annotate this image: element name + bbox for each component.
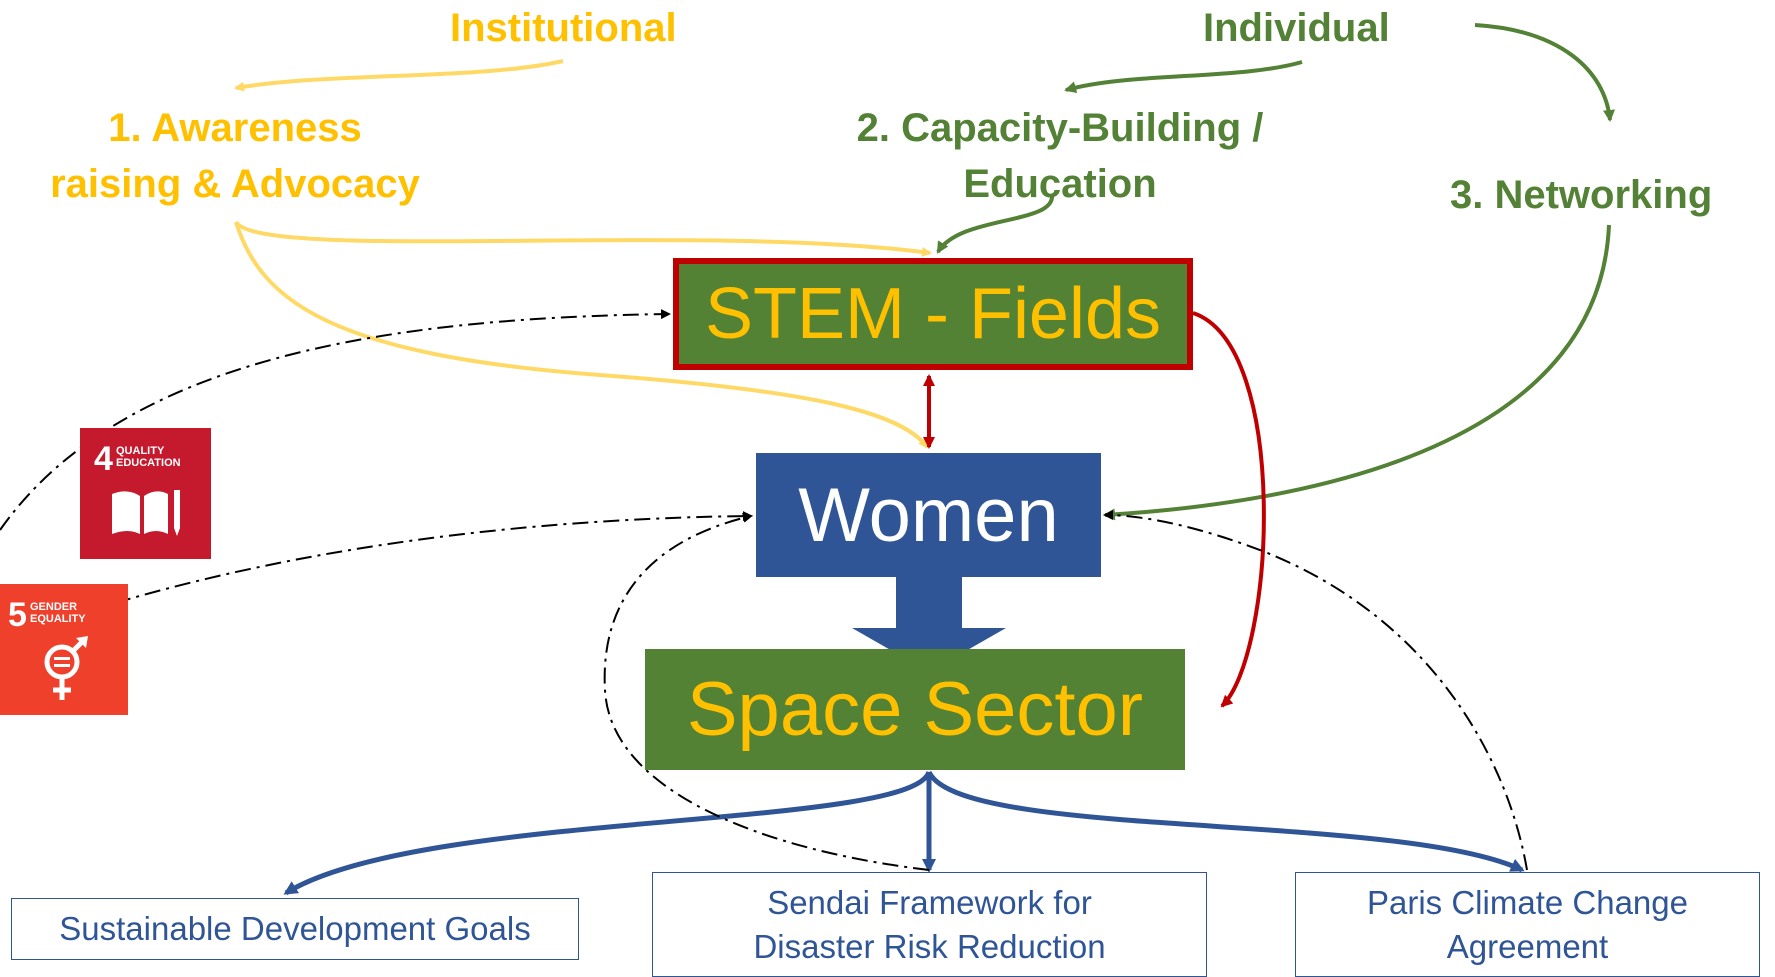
capacity-line2: Education (963, 162, 1157, 206)
paris-line2: Agreement (1446, 927, 1609, 965)
women-to-space-arrow (852, 577, 1006, 672)
capacity-to-stem-arrow (936, 194, 1054, 254)
paris-line1: Paris Climate Change (1367, 883, 1688, 921)
sdg5-title1: GENDER (30, 601, 78, 613)
sdg4-quality-education-icon: 4 QUALITY EDUCATION (80, 428, 211, 559)
sdg5-title: GENDER EQUALITY (30, 601, 86, 625)
sdg-outcome-box: Sustainable Development Goals (11, 898, 579, 960)
sendai-outcome-box: Sendai Framework for Disaster Risk Reduc… (652, 872, 1207, 977)
sdg4-title2: EDUCATION (116, 457, 181, 469)
sdg5-number: 5 (8, 596, 27, 634)
networking-label: 3. Networking (1450, 173, 1713, 217)
space-sector-box: Space Sector (645, 649, 1185, 770)
sdg5-to-women-link (114, 511, 753, 604)
capacity-label: 2. Capacity-Building / Education (800, 100, 1320, 212)
paris-to-women-link (1103, 510, 1528, 871)
space-to-sdg-arrow (283, 770, 932, 896)
networking-to-women-arrow (1103, 224, 1611, 521)
awareness-line1: 1. Awareness (108, 106, 362, 150)
sdg5-gender-equality-icon: 5 GENDER EQUALITY (0, 584, 128, 715)
sdg-outcome-label: Sustainable Development Goals (59, 910, 531, 947)
sdg4-title: QUALITY EDUCATION (116, 445, 181, 469)
awareness-to-women-arrow (234, 221, 929, 449)
gender-symbol-icon (44, 636, 88, 700)
stem-fields-box: STEM - Fields (673, 258, 1193, 370)
individual-to-capacity-arrow (1064, 60, 1303, 94)
institutional-arrow (234, 59, 564, 92)
awareness-line2: raising & Advocacy (50, 162, 420, 206)
women-box: Women (756, 453, 1101, 577)
sendai-line1: Sendai Framework for (767, 883, 1092, 921)
sdg4-title1: QUALITY (116, 445, 165, 457)
institutional-label: Institutional (450, 6, 677, 50)
stem-to-space-arrow (1192, 311, 1266, 708)
paris-outcome-box: Paris Climate Change Agreement (1295, 872, 1760, 977)
capacity-line1: 2. Capacity-Building / (856, 106, 1264, 150)
awareness-to-stem-arrow (234, 220, 932, 257)
individual-to-networking-arrow (1474, 23, 1615, 122)
individual-label: Individual (1203, 6, 1390, 50)
sdg4-number: 4 (94, 440, 113, 478)
sdg5-title2: EQUALITY (30, 613, 86, 625)
awareness-label: 1. Awareness raising & Advocacy (0, 100, 470, 212)
space-to-paris-arrow (926, 770, 1525, 873)
book-icon (112, 490, 180, 536)
sendai-to-women-link (603, 512, 930, 871)
sendai-line2: Disaster Risk Reduction (753, 927, 1106, 965)
